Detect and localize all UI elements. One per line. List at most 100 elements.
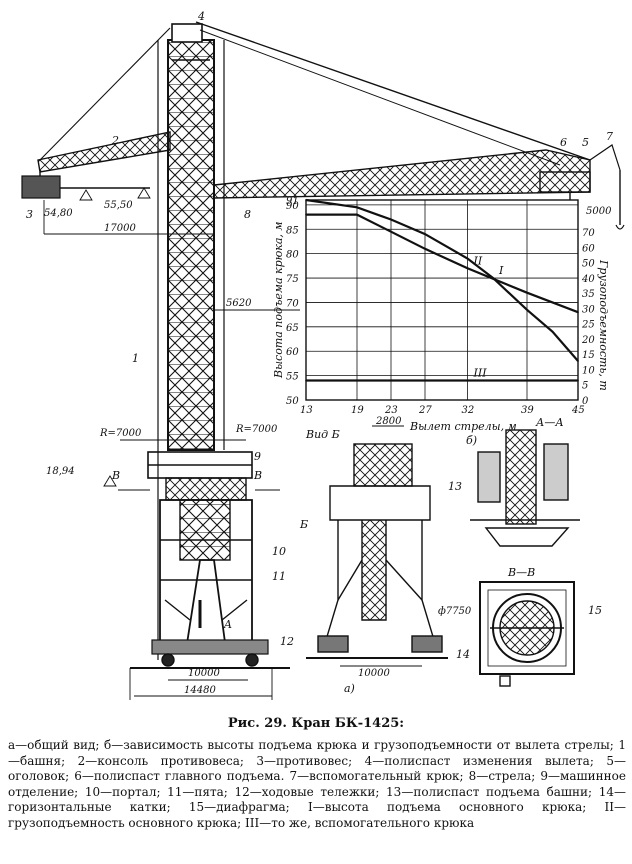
chart-point xyxy=(305,199,307,201)
chart-point xyxy=(577,360,579,362)
part-label-4: 4 xyxy=(197,10,205,23)
section-bb-diameter: ф7750 xyxy=(438,606,472,617)
part-label-3: 3 xyxy=(26,208,33,221)
chart-ylabel-right: Грузоподъемность, т xyxy=(597,259,610,391)
chart-y-right-tick-label: 0 xyxy=(582,396,589,407)
chart-point xyxy=(356,213,358,216)
part-label-5: 5 xyxy=(582,136,589,149)
section-bb-part-15: 15 xyxy=(588,604,602,617)
chart-y-left-tick-label: 55 xyxy=(286,372,299,383)
chart-frame xyxy=(305,199,579,401)
chart-y-left-tick-label: 70 xyxy=(286,298,299,309)
chart-y-right-tick-label: 35 xyxy=(582,289,595,300)
chart-y-left-tick-label: 75 xyxy=(286,274,299,285)
part-label-2: 2 xyxy=(111,134,119,147)
chart-x-tick-label: 45 xyxy=(571,405,585,416)
chart-series-label: I xyxy=(498,264,504,277)
chart-point xyxy=(390,379,392,382)
chart-point xyxy=(305,379,307,382)
dim-54-80: 54,80 xyxy=(44,208,73,219)
side-view-title: Вид Б xyxy=(305,428,340,441)
chart-x-tick-label: 32 xyxy=(462,405,475,416)
chart-x-tick-label: 39 xyxy=(521,405,534,416)
chart-y-right-tick-label: 70 xyxy=(582,228,595,239)
chart-point xyxy=(526,308,528,311)
chart-grid xyxy=(305,199,579,401)
section-bb-part-14: 14 xyxy=(456,648,470,661)
chart-point xyxy=(390,218,392,221)
part-label-10: 10 xyxy=(272,545,286,558)
part-label-12: 12 xyxy=(280,635,294,648)
counter-jib xyxy=(21,27,171,199)
part-label-7: 7 xyxy=(606,130,613,143)
portal xyxy=(130,499,290,669)
chart-point xyxy=(551,330,554,333)
chart-x-tick-label: 27 xyxy=(418,405,432,416)
dim-5620: 5620 xyxy=(226,298,252,309)
dim-radius-right: R=7000 xyxy=(235,424,278,435)
chart-y-right-tick-label: 50 xyxy=(582,259,595,270)
part-label-11: 11 xyxy=(272,570,286,583)
crane-general-view xyxy=(21,21,625,700)
part-label-1: 1 xyxy=(132,352,139,365)
section-aa-part-13: 13 xyxy=(448,480,462,493)
chart-y-left-tick-label: 65 xyxy=(286,323,299,334)
chart-y-right-tick-label: 5 xyxy=(582,381,588,392)
section-bb xyxy=(479,581,575,687)
chart-y-right-tick-label: 30 xyxy=(582,304,595,315)
chart-point xyxy=(390,230,392,233)
chart-y-right-tick-label: 10 xyxy=(582,365,595,376)
dim-55-50: 55,50 xyxy=(104,200,133,211)
dim-14480: 14480 xyxy=(184,685,216,696)
chart-sublabel: б) xyxy=(466,434,477,447)
chart-y-left-tick-label: 60 xyxy=(286,347,299,358)
chart-point xyxy=(466,257,469,260)
chart-series-label: III xyxy=(473,366,488,379)
chart-y-left-tick-label: 91 xyxy=(286,196,299,207)
section-b-right: B xyxy=(253,469,262,482)
chart-y-right-tick-label: 60 xyxy=(582,243,595,254)
section-aa-title: А—А xyxy=(535,416,564,429)
chart-point xyxy=(305,213,307,216)
machine-room xyxy=(147,451,253,501)
figure-title: Рис. 29. Кран БК-1425: xyxy=(227,716,405,731)
section-aa xyxy=(470,429,580,547)
side-view-b xyxy=(306,425,448,667)
chart-point xyxy=(577,379,579,382)
chart-y-left-tick-label: 80 xyxy=(286,250,299,261)
chart-point xyxy=(526,379,528,382)
chart-ylabel-left: Высота подъема крюка, м xyxy=(272,221,285,379)
dim-5000: 5000 xyxy=(586,206,612,217)
section-a-mark: A xyxy=(223,618,232,631)
dim-18-94: 18,94 xyxy=(46,466,75,477)
section-b-left: B xyxy=(111,469,120,482)
view-b-arrow-label: Б xyxy=(299,518,308,531)
chart-point xyxy=(356,206,358,209)
chart-x-tick-label: 13 xyxy=(300,405,313,416)
side-view-dim-2800: 2800 xyxy=(375,416,402,427)
jib xyxy=(195,21,625,230)
figure-legend: а—общий вид; б—зависимость высоты подъем… xyxy=(8,738,626,830)
chart-point xyxy=(424,379,426,382)
chart-point xyxy=(577,311,579,313)
chart-y-right-tick-label: 20 xyxy=(581,335,595,346)
part-label-9: 9 xyxy=(254,450,261,463)
crane-labels: 4 2 3 8 6 5 7 1 9 10 11 12 54,80 55,50 1… xyxy=(26,10,613,696)
chart-series-label: II xyxy=(473,254,483,267)
chart-point xyxy=(466,267,469,270)
sublabel-a: а) xyxy=(344,682,355,695)
chart-x-tick-label: 19 xyxy=(351,405,364,416)
chart-y-left-tick-label: 90 xyxy=(286,201,299,212)
chart-point xyxy=(424,247,426,250)
chart-point xyxy=(466,379,469,382)
part-label-6: 6 xyxy=(560,136,567,149)
side-view-dim-10000: 10000 xyxy=(358,668,390,679)
chart-y-left-tick-label: 50 xyxy=(286,396,299,407)
dimension-lines xyxy=(43,187,300,700)
chart-point xyxy=(356,379,358,382)
chart-point xyxy=(526,291,528,294)
